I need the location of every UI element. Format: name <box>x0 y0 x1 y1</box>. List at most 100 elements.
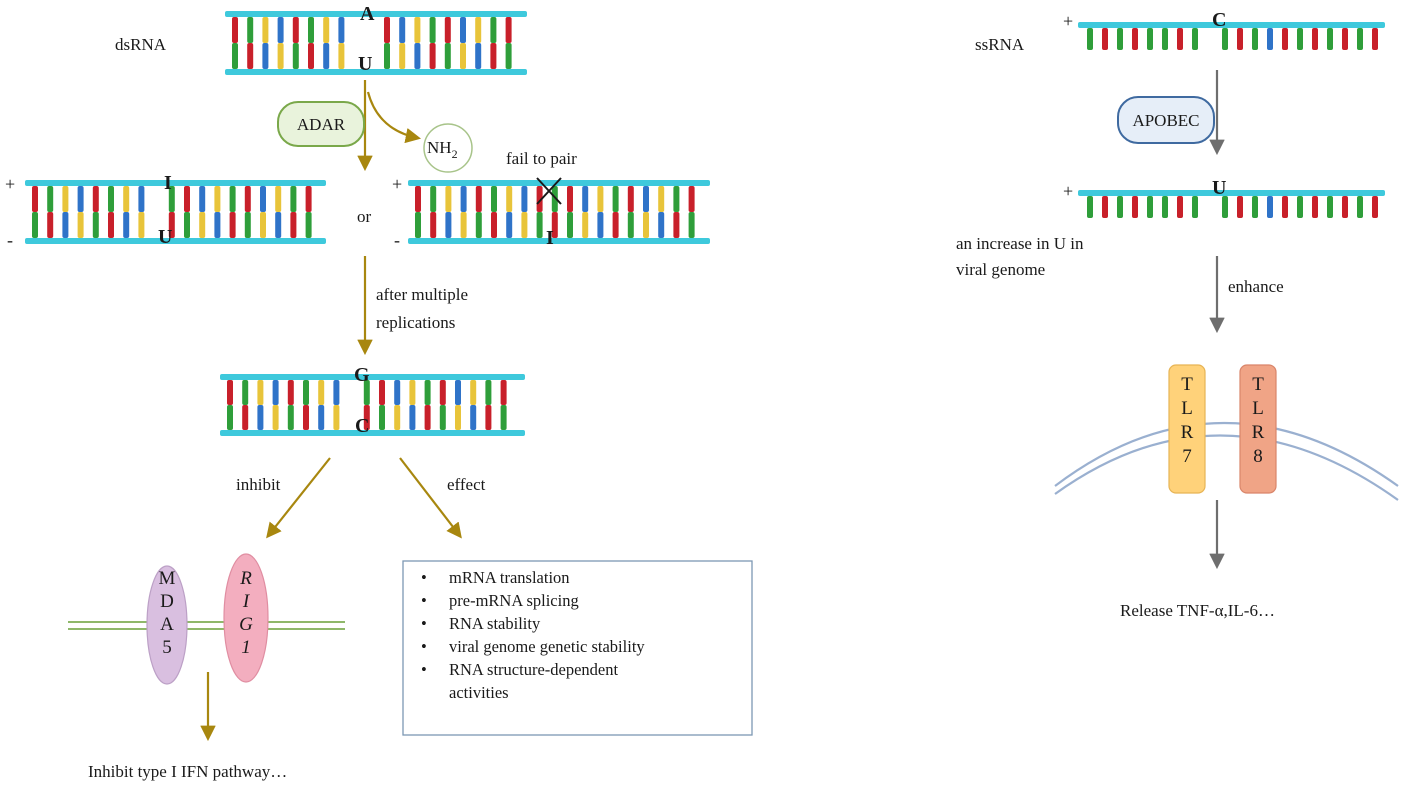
base-bottom <box>379 405 385 430</box>
base <box>1327 196 1333 218</box>
base-top <box>500 380 507 405</box>
base-bottom <box>551 212 558 238</box>
base <box>1237 196 1243 218</box>
base-top <box>424 380 431 405</box>
base-bottom <box>567 212 573 238</box>
plus-strand-sign-2: + <box>392 174 402 194</box>
base-top <box>460 186 467 212</box>
base-top <box>138 186 145 212</box>
effect-item-splicing: •pre-mRNA splicing <box>421 589 744 612</box>
base-top <box>318 380 325 405</box>
base-bottom <box>272 405 279 430</box>
inhibit-label: inhibit <box>236 475 281 494</box>
base-top <box>612 186 619 212</box>
tlr8-letter-8: 8 <box>1253 446 1263 467</box>
base-top <box>32 186 38 212</box>
base-top <box>627 186 634 212</box>
base-bottom <box>394 405 401 430</box>
tlr8-letter-t: T <box>1252 374 1264 395</box>
effects-box <box>402 560 753 736</box>
bottom-backbone <box>225 69 527 75</box>
mda5-receptor <box>146 565 188 685</box>
base <box>1177 196 1183 218</box>
base <box>1297 28 1303 50</box>
rig1-letter-1: 1 <box>241 637 251 658</box>
base-top <box>272 380 279 405</box>
base-bottom <box>32 212 38 238</box>
base-bottom <box>500 405 507 430</box>
base-bottom <box>308 43 314 69</box>
base-top <box>168 186 175 212</box>
base-top <box>582 186 589 212</box>
rig1-letter-r: R <box>239 568 252 589</box>
base <box>1282 28 1288 50</box>
inhibit-arrow <box>266 457 331 539</box>
base-top <box>338 17 345 43</box>
base <box>1297 196 1303 218</box>
base-bottom <box>229 212 236 238</box>
base <box>1192 28 1198 50</box>
or-label: or <box>357 207 372 226</box>
base <box>1357 28 1363 50</box>
effect-item-label: RNA stability <box>449 614 541 633</box>
base <box>1222 28 1228 50</box>
base-bottom <box>597 212 604 238</box>
base-top <box>62 186 69 212</box>
base-bottom <box>242 405 249 430</box>
effect-item-label: pre-mRNA splicing <box>449 591 579 610</box>
effect-item-label: RNA structure-dependent activities <box>449 660 619 702</box>
base-bottom <box>643 212 649 238</box>
base-bottom <box>582 212 589 238</box>
base-bottom <box>333 405 340 430</box>
base-top <box>214 186 221 212</box>
base <box>1102 196 1108 218</box>
base <box>1327 28 1333 50</box>
base-bottom <box>277 43 284 69</box>
strand-backbone <box>1078 22 1385 28</box>
base <box>1162 196 1168 218</box>
base-bottom <box>673 212 680 238</box>
dsrna-helix-gc <box>220 374 525 436</box>
base <box>1132 28 1138 50</box>
base-top <box>455 380 461 405</box>
effect-item-label: mRNA translation <box>449 568 570 587</box>
base <box>1312 28 1318 50</box>
base-top <box>506 186 513 212</box>
plus-strand-sign-1: + <box>5 174 15 194</box>
base-bottom <box>184 212 190 238</box>
base-bottom <box>47 212 54 238</box>
base-bottom <box>506 212 513 238</box>
tlr7-receptor <box>1168 364 1206 494</box>
bottom-backbone <box>25 238 326 244</box>
base-bottom <box>439 405 446 430</box>
base-bottom <box>214 212 221 238</box>
base <box>1177 28 1183 50</box>
base-top <box>409 380 416 405</box>
base-bottom <box>475 43 482 69</box>
base-bottom <box>475 212 482 238</box>
ssrna-plus-sign-2: + <box>1063 181 1073 201</box>
base-top <box>257 380 264 405</box>
mismatch-cross-icon <box>536 177 562 205</box>
bottom-backbone <box>220 430 525 436</box>
base <box>1282 196 1288 218</box>
base <box>1117 28 1123 50</box>
base-top <box>92 186 99 212</box>
base <box>1222 196 1228 218</box>
effect-item-structure-activities: •RNA structure-dependent activities <box>421 658 679 704</box>
base-top <box>491 186 497 212</box>
base-top <box>303 380 309 405</box>
base-bottom <box>521 212 528 238</box>
strand-backbone <box>1078 190 1385 196</box>
base <box>1357 196 1363 218</box>
base-i-top: I <box>164 172 172 194</box>
base-top <box>430 186 437 212</box>
base-bottom <box>430 212 437 238</box>
base-top <box>363 380 370 405</box>
effect-item-rna-stability: •RNA stability <box>421 612 744 635</box>
nh2-circle <box>423 123 473 173</box>
base-bottom <box>108 212 114 238</box>
base-bottom <box>424 405 431 430</box>
base-top <box>47 186 54 212</box>
